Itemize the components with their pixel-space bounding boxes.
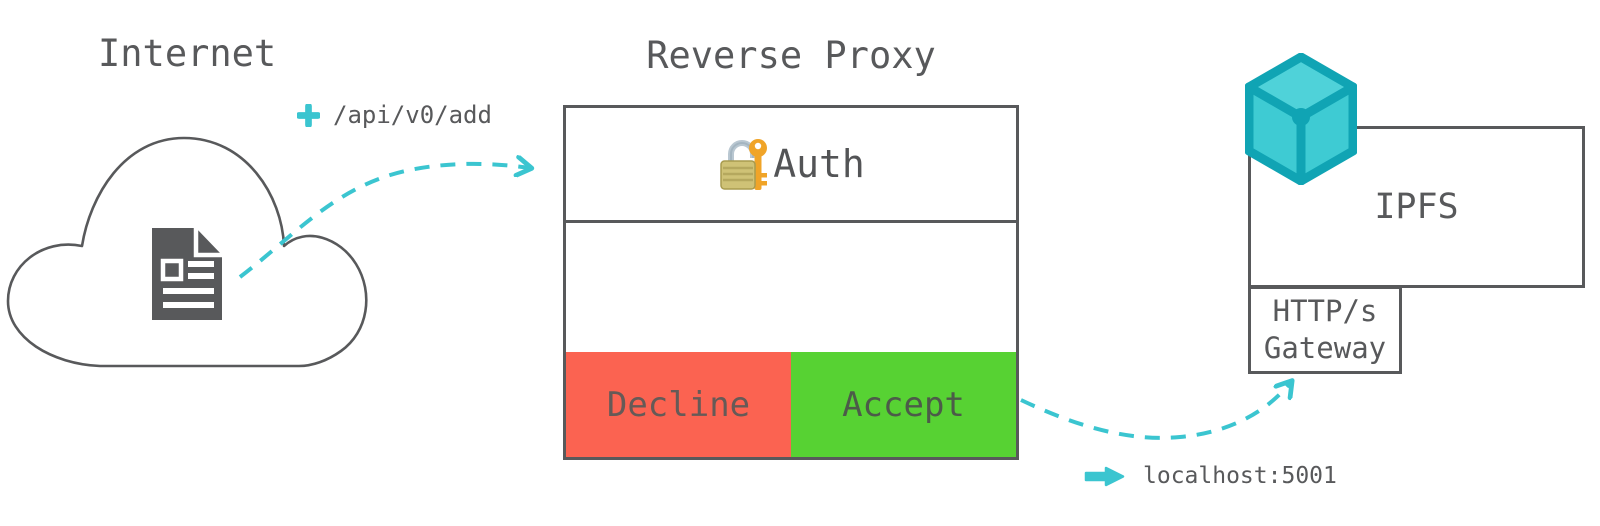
decline-label: Decline: [606, 384, 751, 425]
ipfs-label: IPFS: [1374, 187, 1459, 227]
api-path-text: /api/v0/add: [333, 101, 492, 129]
accept-cell: Accept: [791, 352, 1016, 457]
gateway-label-line1: HTTP/s: [1272, 294, 1378, 328]
document-icon: [152, 228, 222, 320]
lock-with-key-icon: [717, 135, 771, 193]
reverse-proxy-box: Auth Decline Accept: [563, 105, 1019, 460]
destination-address-text: localhost:5001: [1143, 463, 1337, 489]
arrow-right-icon: [1084, 465, 1126, 488]
http-gateway-box: HTTP/s Gateway: [1248, 286, 1402, 374]
internet-title: Internet: [98, 32, 277, 75]
accept-label: Accept: [842, 384, 965, 425]
plus-icon: [297, 103, 320, 127]
auth-section: Auth: [566, 108, 1016, 223]
internet-cloud: [6, 136, 368, 368]
auth-label: Auth: [773, 142, 865, 186]
decision-band: Decline Accept: [566, 352, 1016, 457]
arrow-accept-to-gateway: [1020, 382, 1291, 440]
destination-label: localhost:5001: [1084, 463, 1337, 489]
decline-cell: Decline: [566, 352, 791, 457]
reverse-proxy-title: Reverse Proxy: [646, 34, 936, 77]
cube-icon: [1245, 53, 1357, 185]
arrow-internet-to-proxy: [238, 164, 530, 279]
gateway-label-line2: Gateway: [1263, 331, 1387, 365]
api-request-label: /api/v0/add: [297, 101, 492, 129]
